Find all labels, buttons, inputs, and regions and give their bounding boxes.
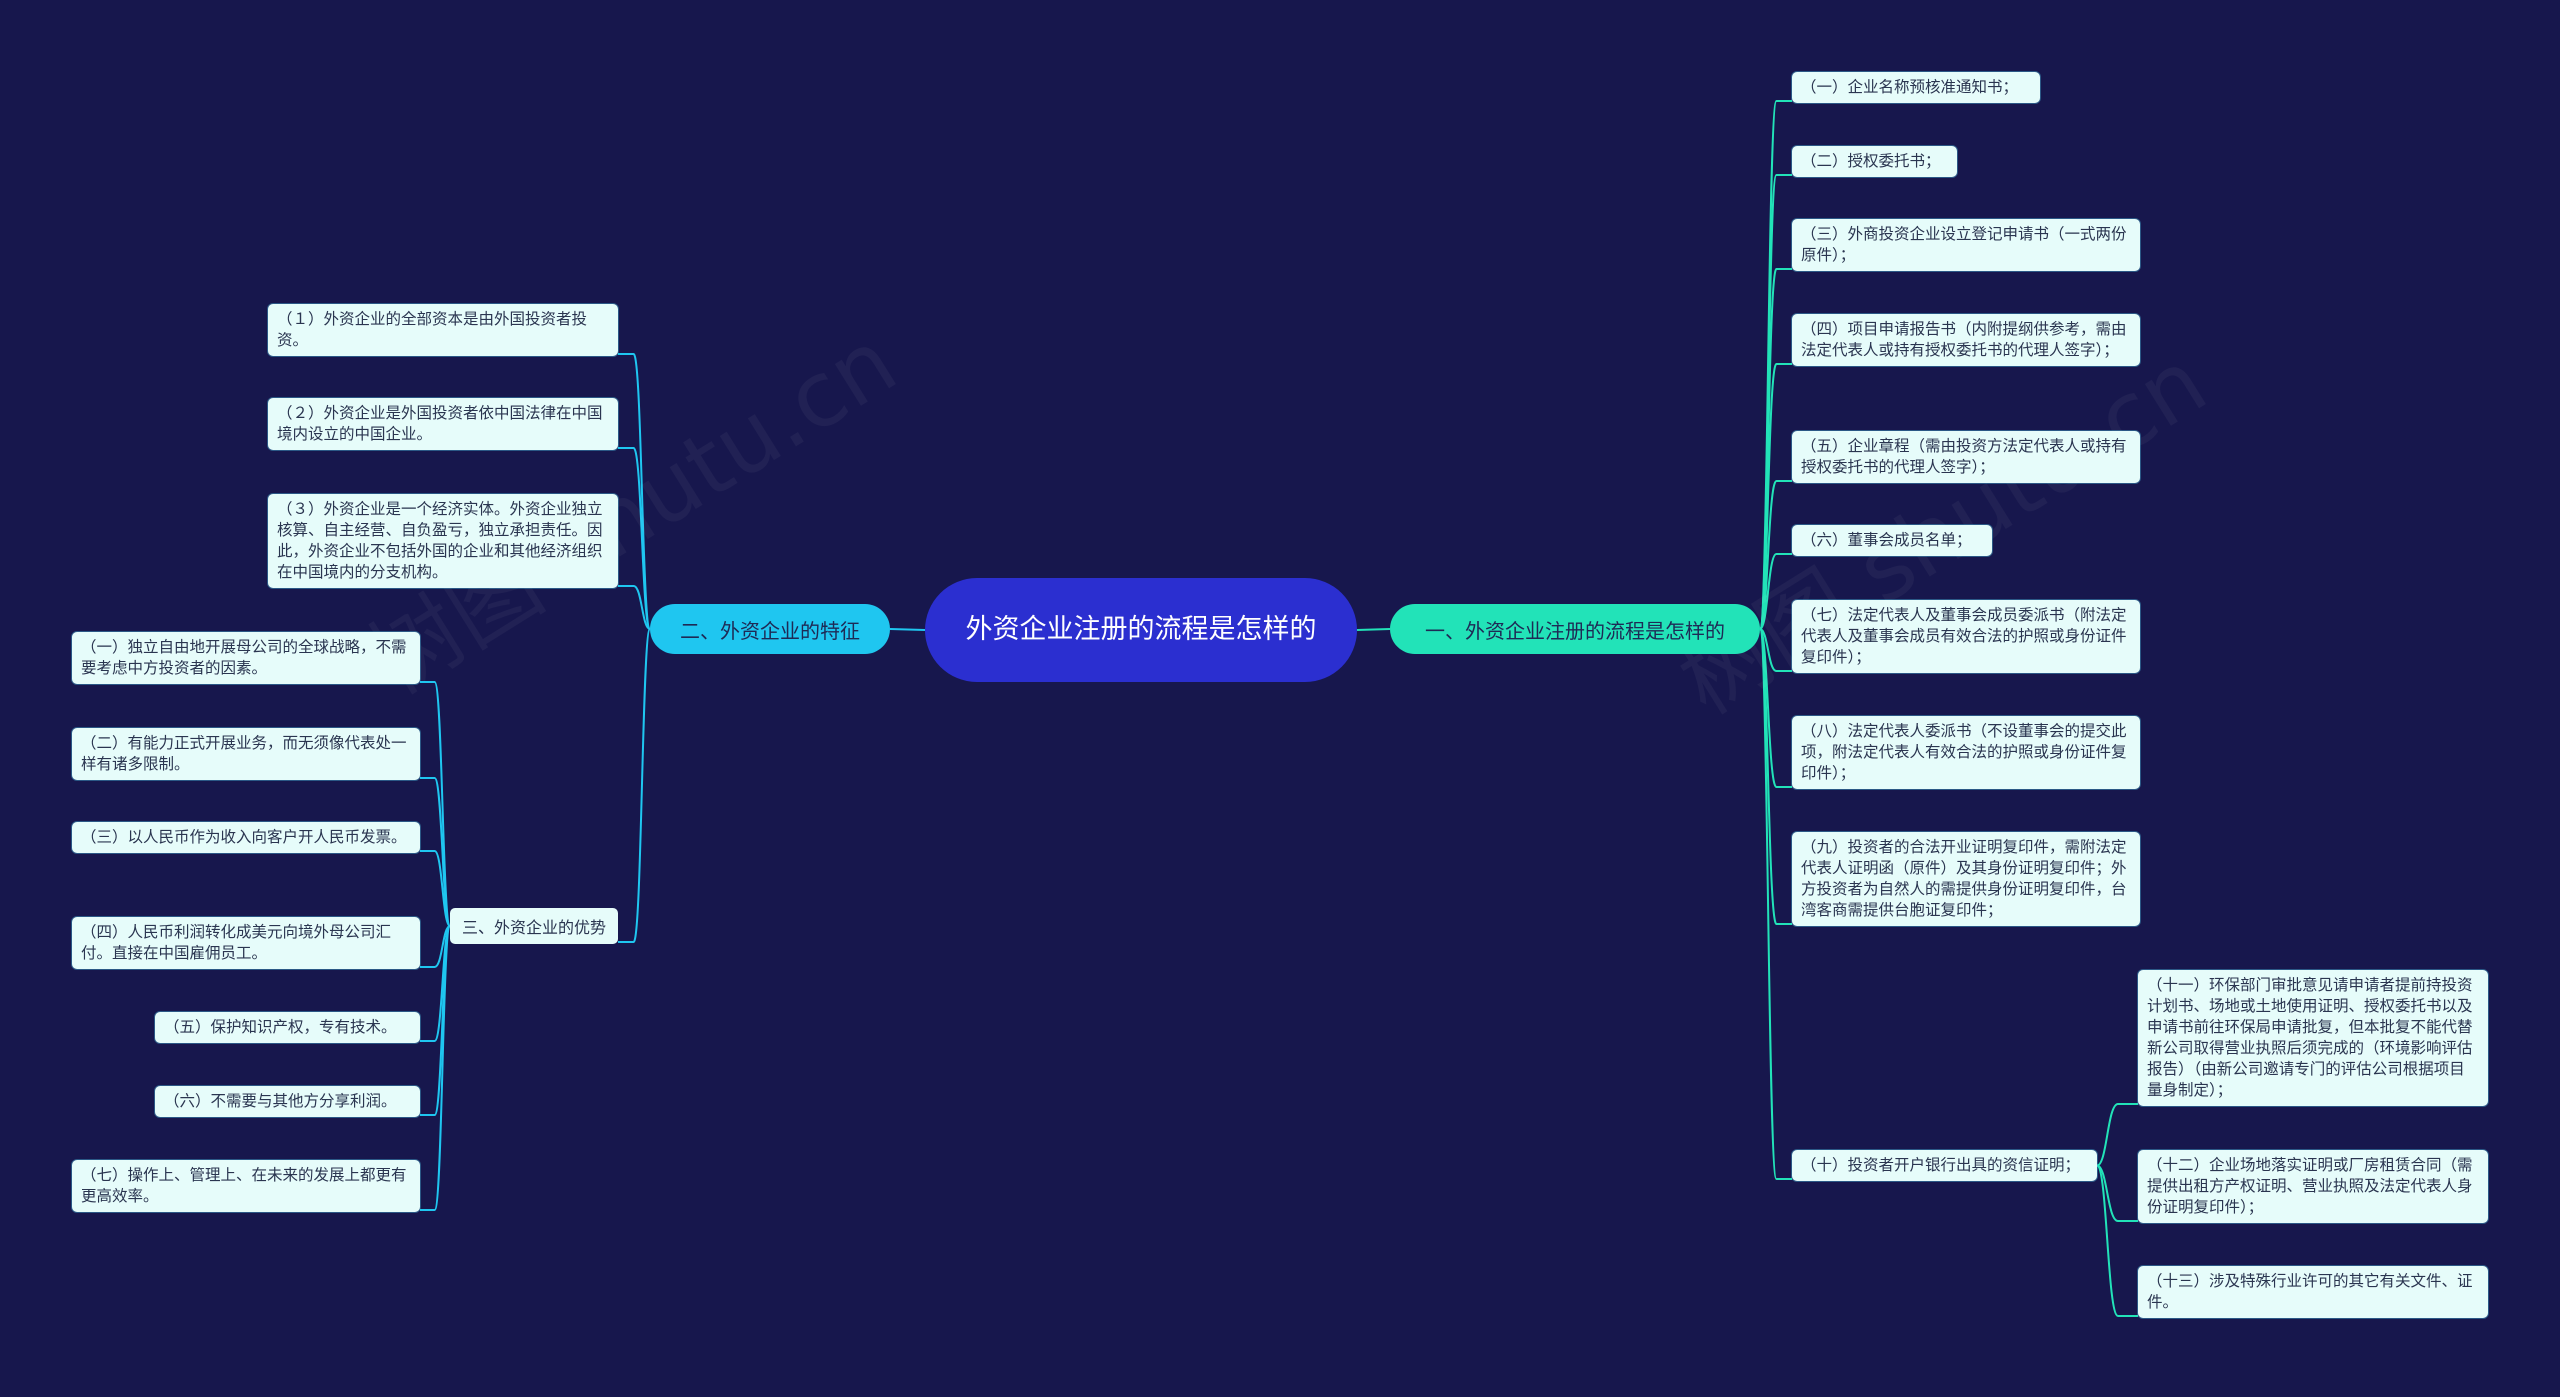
advantage-item[interactable]: （五）保护知识产权，专有技术。 [155, 1012, 420, 1043]
branch-node-registration-process[interactable]: 一、外资企业注册的流程是怎样的 [1390, 604, 1760, 654]
process-item-text: （三）外商投资企业设立登记申请书（一式两份原件）； [1801, 225, 2127, 264]
process-item-text: （七）法定代表人及董事会成员委派书（附法定代表人及董事会成员有效合法的护照或身份… [1801, 606, 2127, 666]
advantage-item-text: （五）保护知识产权，专有技术。 [164, 1018, 397, 1036]
branch-node-advantages[interactable]: 三、外资企业的优势 [450, 908, 618, 944]
advantage-item[interactable]: （七）操作上、管理上、在未来的发展上都更有更高效率。 [72, 1160, 420, 1212]
branch-node-characteristics[interactable]: 二、外资企业的特征 [650, 604, 890, 654]
process-item-text: （八）法定代表人委派书（不设董事会的提交此项，附法定代表人有效合法的护照或身份证… [1801, 722, 2127, 782]
advantage-item[interactable]: （四）人民币利润转化成美元向境外母公司汇付。直接在中国雇佣员工。 [72, 917, 420, 969]
advantage-item[interactable]: （六）不需要与其他方分享利润。 [155, 1086, 420, 1117]
advantage-item-text: （三）以人民币作为收入向客户开人民币发票。 [81, 828, 407, 846]
advantage-item[interactable]: （三）以人民币作为收入向客户开人民币发票。 [72, 822, 420, 853]
process-subitem-link [2096, 1164, 2138, 1222]
process-subitem[interactable]: （十三）涉及特殊行业许可的其它有关文件、证件。 [2138, 1266, 2488, 1318]
characteristic-item-text: （３）外资企业是一个经济实体。外资企业独立核算、自主经营、自负盈亏，独立承担责任… [277, 500, 603, 581]
root-label: 外资企业注册的流程是怎样的 [965, 614, 1317, 645]
branch-label: 二、外资企业的特征 [680, 618, 860, 643]
process-item[interactable]: （七）法定代表人及董事会成员委派书（附法定代表人及董事会成员有效合法的护照或身份… [1792, 600, 2140, 673]
root-node[interactable]: 外资企业注册的流程是怎样的 [925, 578, 1357, 682]
process-item[interactable]: （三）外商投资企业设立登记申请书（一式两份原件）； [1792, 219, 2140, 271]
process-item[interactable]: （四）项目申请报告书（内附提纲供参考，需由法定代表人或持有授权委托书的代理人签字… [1792, 314, 2140, 366]
process-subitem[interactable]: （十二）企业场地落实证明或厂房租赁合同（需提供出租方产权证明、营业执照及法定代表… [2138, 1150, 2488, 1223]
branch-label: 三、外资企业的优势 [461, 918, 606, 937]
advantage-item-text: （七）操作上、管理上、在未来的发展上都更有更高效率。 [81, 1166, 407, 1205]
advantage-item-text: （六）不需要与其他方分享利润。 [164, 1092, 397, 1110]
branch-label: 一、外资企业注册的流程是怎样的 [1425, 618, 1725, 643]
process-subitem[interactable]: （十一）环保部门审批意见请申请者提前持投资计划书、场地或土地使用证明、授权委托书… [2138, 970, 2488, 1106]
root-to-left-branch-link [889, 628, 926, 631]
process-item[interactable]: （二）授权委托书； [1792, 146, 1957, 177]
process-item-text: （四）项目申请报告书（内附提纲供参考，需由法定代表人或持有授权委托书的代理人签字… [1801, 320, 2127, 359]
process-item[interactable]: （八）法定代表人委派书（不设董事会的提交此项，附法定代表人有效合法的护照或身份证… [1792, 716, 2140, 789]
process-item[interactable]: （九）投资者的合法开业证明复印件，需附法定代表人证明函（原件）及其身份证明复印件… [1792, 832, 2140, 926]
process-item-link [1759, 628, 1792, 925]
process-item-text: （十）投资者开户银行出具的资信证明； [1801, 1156, 2081, 1174]
process-item[interactable]: （六）董事会成员名单； [1792, 525, 1992, 556]
characteristic-item-link [618, 447, 651, 630]
advantages-branch-link [618, 628, 651, 943]
process-item-text: （一）企业名称预核准通知书； [1801, 78, 2019, 96]
root-to-right-branch-link [1356, 628, 1391, 631]
process-item[interactable]: （五）企业章程（需由投资方法定代表人或持有授权委托书的代理人签字）； [1792, 431, 2140, 483]
advantage-item-text: （四）人民币利润转化成美元向境外母公司汇付。直接在中国雇佣员工。 [81, 923, 392, 962]
process-item-link [1759, 628, 1792, 672]
advantage-item-text: （一）独立自由地开展母公司的全球战略，不需要考虑中方投资者的因素。 [81, 638, 407, 677]
process-subitem-link [2096, 1164, 2138, 1317]
advantage-item-link [420, 850, 451, 927]
process-item-link [1759, 628, 1792, 1180]
process-subitem-link [2096, 1103, 2138, 1167]
process-item-text: （九）投资者的合法开业证明复印件，需附法定代表人证明函（原件）及其身份证明复印件… [1801, 838, 2127, 919]
advantage-item-text: （二）有能力正式开展业务，而无须像代表处一样有诸多限制。 [81, 734, 407, 773]
characteristic-item[interactable]: （３）外资企业是一个经济实体。外资企业独立核算、自主经营、自负盈亏，独立承担责任… [268, 494, 618, 588]
advantage-item-link [420, 925, 451, 1211]
advantage-item[interactable]: （二）有能力正式开展业务，而无须像代表处一样有诸多限制。 [72, 728, 420, 780]
characteristic-item-text: （１）外资企业的全部资本是由外国投资者投资。 [277, 310, 588, 349]
characteristic-item[interactable]: （２）外资企业是外国投资者依中国法律在中国境内设立的中国企业。 [268, 398, 618, 450]
process-item[interactable]: （一）企业名称预核准通知书； [1792, 72, 2040, 103]
process-item-link [1759, 553, 1792, 630]
process-subitem-text: （十三）涉及特殊行业许可的其它有关文件、证件。 [2147, 1272, 2473, 1311]
process-item-text: （二）授权委托书； [1801, 152, 1941, 170]
process-item-text: （六）董事会成员名单； [1801, 531, 1972, 549]
characteristic-item-link [618, 585, 651, 630]
process-item-text: （五）企业章程（需由投资方法定代表人或持有授权委托书的代理人签字）； [1801, 437, 2127, 476]
process-item-bank-credit[interactable]: （十）投资者开户银行出具的资信证明； [1792, 1150, 2097, 1181]
process-subitem-text: （十一）环保部门审批意见请申请者提前持投资计划书、场地或土地使用证明、授权委托书… [2147, 976, 2473, 1099]
advantage-item[interactable]: （一）独立自由地开展母公司的全球战略，不需要考虑中方投资者的因素。 [72, 632, 420, 684]
characteristic-item-text: （２）外资企业是外国投资者依中国法律在中国境内设立的中国企业。 [277, 404, 603, 443]
process-subitem-text: （十二）企业场地落实证明或厂房租赁合同（需提供出租方产权证明、营业执照及法定代表… [2147, 1156, 2473, 1216]
characteristic-item[interactable]: （１）外资企业的全部资本是由外国投资者投资。 [268, 304, 618, 356]
